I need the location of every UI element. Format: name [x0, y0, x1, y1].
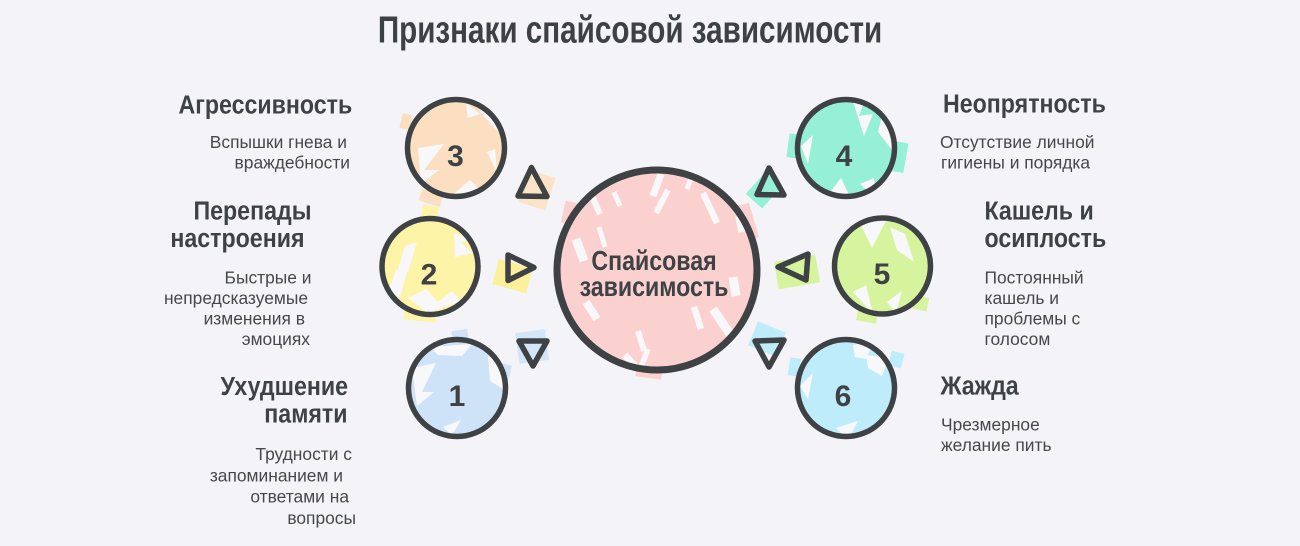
svg-text:Ухудшение: Ухудшение [221, 373, 348, 401]
svg-text:желание пить: желание пить [941, 435, 1052, 455]
svg-text:Жажда: Жажда [940, 373, 1020, 401]
svg-text:Агрессивность: Агрессивность [178, 92, 352, 120]
svg-text:осиплость: осиплость [985, 225, 1107, 253]
svg-text:2: 2 [421, 259, 438, 292]
svg-text:Чрезмерное: Чрезмерное [941, 415, 1040, 435]
svg-text:голосом: голосом [985, 329, 1051, 349]
svg-text:враждебности: враждебности [235, 153, 350, 173]
svg-text:ответами на: ответами на [250, 487, 349, 507]
svg-text:5: 5 [874, 258, 891, 291]
svg-text:Перепады: Перепады [193, 198, 311, 226]
svg-text:Отсутствие личной: Отсутствие личной [940, 132, 1095, 152]
svg-text:6: 6 [835, 380, 852, 413]
svg-text:зависимость: зависимость [580, 272, 729, 302]
svg-text:Постоянный: Постоянный [985, 268, 1084, 288]
svg-text:Вспышки гнева и: Вспышки гнева и [210, 132, 347, 152]
svg-text:эмоциях: эмоциях [242, 329, 311, 349]
svg-text:запоминанием и: запоминанием и [210, 465, 343, 485]
svg-text:Быстрые и: Быстрые и [225, 268, 312, 288]
svg-text:Неопрятность: Неопрятность [943, 91, 1106, 119]
svg-text:изменения в: изменения в [204, 309, 305, 329]
svg-text:3: 3 [447, 140, 464, 173]
svg-text:непредсказуемые: непредсказуемые [164, 288, 308, 308]
svg-text:Признаки спайсовой зависимости: Признаки спайсовой зависимости [378, 9, 882, 51]
svg-text:Трудности с: Трудности с [255, 444, 352, 464]
svg-text:настроения: настроения [170, 225, 304, 253]
svg-text:памяти: памяти [264, 401, 347, 429]
svg-text:проблемы с: проблемы с [985, 309, 1081, 329]
svg-text:гигиены и порядка: гигиены и порядка [941, 153, 1090, 173]
svg-text:4: 4 [836, 140, 853, 173]
svg-text:Кашель и: Кашель и [985, 198, 1094, 226]
svg-text:кашель и: кашель и [985, 288, 1059, 308]
svg-text:Спайсовая: Спайсовая [591, 246, 716, 276]
svg-text:вопросы: вопросы [287, 508, 356, 528]
svg-text:1: 1 [449, 380, 466, 413]
